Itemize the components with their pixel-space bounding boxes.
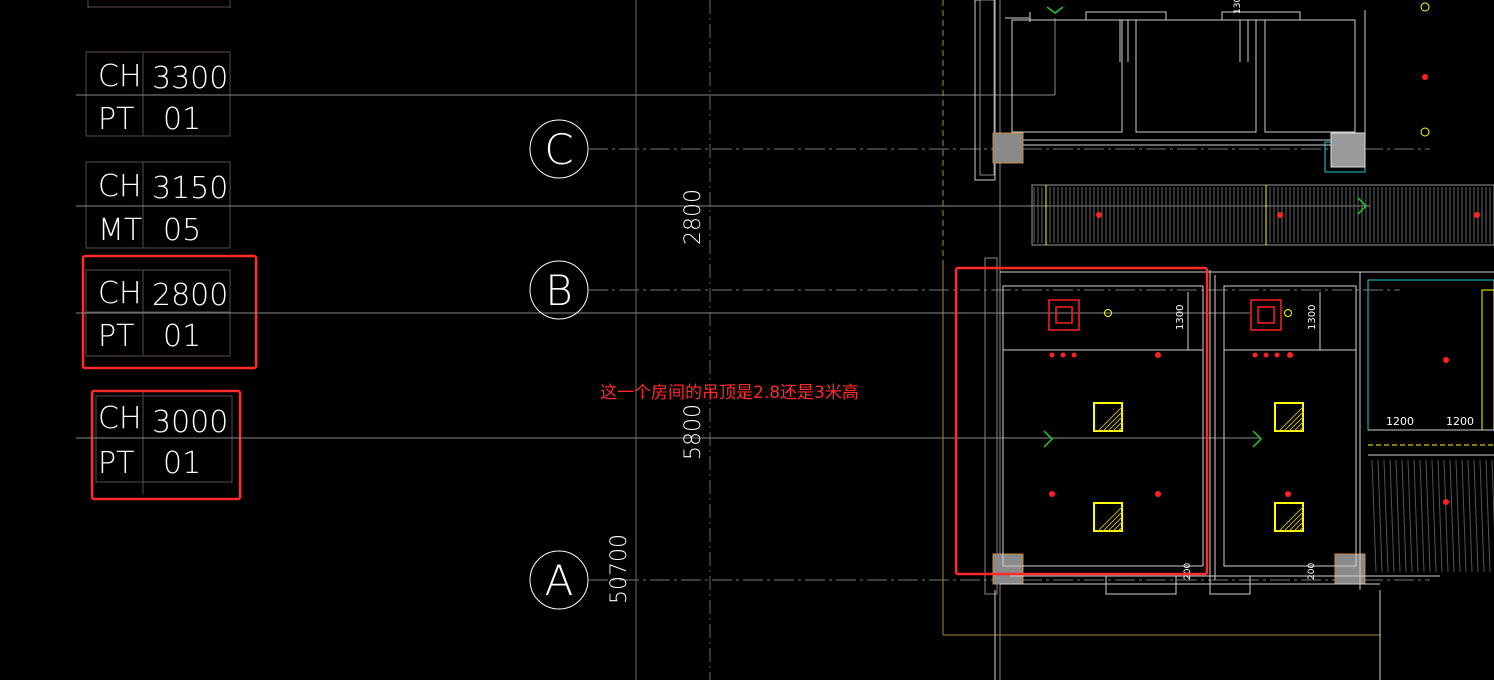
svg-text:01: 01 (163, 319, 201, 354)
legend-tag-3: CH 2800 PT 01 (98, 276, 228, 354)
highlight-box-2800 (81, 254, 258, 370)
svg-text:PT: PT (98, 102, 134, 137)
dimension-50700: 50700 (607, 534, 632, 604)
exhaust-fans (1048, 299, 1282, 331)
leader-lines (76, 18, 1370, 439)
svg-text:3150: 3150 (152, 171, 228, 206)
dimension-200-room1: 200 (1183, 563, 1193, 580)
dimension-1300-room1: 1300 (1175, 305, 1186, 330)
svg-text:CH: CH (98, 276, 142, 311)
legend-tag-4: CH 3000 PT 01 (98, 401, 228, 481)
svg-text:PT: PT (98, 319, 134, 354)
svg-text:C: C (544, 125, 573, 174)
small-dim-1300-top: 1300 (1233, 0, 1243, 14)
dimension-1300-room2: 1300 (1307, 305, 1318, 330)
legend-tag-2: CH 3150 MT 05 (98, 169, 228, 248)
lower-right-hatch (1371, 459, 1494, 573)
dimension-200-room2: 200 (1307, 563, 1317, 580)
legend-highlight-boxes (81, 254, 258, 501)
svg-text:CH: CH (98, 59, 142, 94)
columns (992, 132, 1366, 585)
dimension-1200-a: 1200 (1386, 415, 1414, 428)
dim-lines (1187, 292, 1494, 431)
svg-text:3000: 3000 (152, 405, 228, 440)
svg-text:PT: PT (98, 446, 134, 481)
svg-text:01: 01 (163, 102, 201, 137)
svg-text:2800: 2800 (152, 278, 228, 313)
svg-text:01: 01 (163, 446, 201, 481)
legend-tag-1: CH 3300 PT 01 (98, 59, 228, 137)
svg-text:CH: CH (98, 401, 142, 436)
dimension-2800: 2800 (681, 189, 706, 245)
light-fixtures (1093, 402, 1304, 532)
svg-text:A: A (545, 556, 574, 605)
question-annotation: 这一个房间的吊顶是2.8还是3米高 (600, 383, 859, 403)
airflow-arrows (1043, 6, 1368, 448)
dimension-5800: 5800 (681, 404, 706, 460)
highlight-box-3000 (90, 389, 242, 501)
grid-verticals (635, 0, 944, 680)
grid-axis-B: B (529, 260, 1400, 320)
grid-axis-A: A (529, 550, 1430, 610)
svg-text:B: B (545, 266, 573, 315)
dimension-1200-b: 1200 (1446, 415, 1474, 428)
lower-rooms (942, 257, 1494, 680)
room-highlight-box (954, 266, 1209, 576)
svg-text:05: 05 (163, 213, 201, 248)
red-markers (1049, 74, 1480, 505)
svg-text:3300: 3300 (152, 61, 228, 96)
svg-text:CH: CH (98, 169, 142, 204)
svg-text:MT: MT (98, 213, 142, 248)
ceiling-markers (1104, 2, 1430, 317)
